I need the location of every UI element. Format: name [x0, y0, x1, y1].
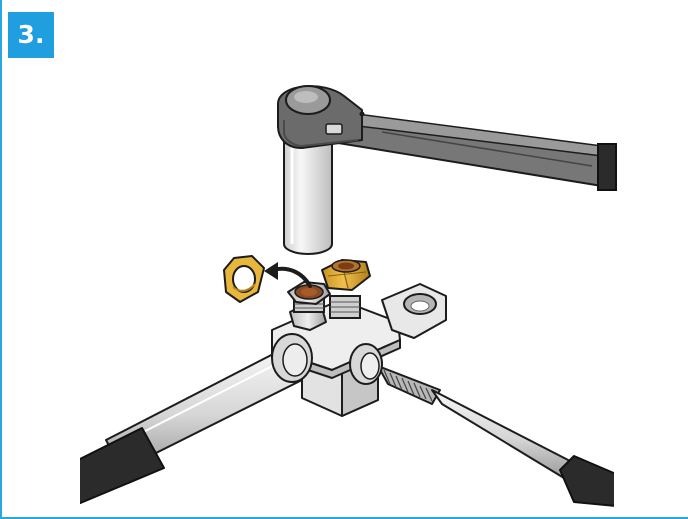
ratchet-wrench: [277, 85, 617, 191]
steel-bore-inner: [301, 288, 317, 296]
wrench-selector: [325, 123, 343, 135]
wrench-grip: [597, 143, 617, 191]
left-arm: [76, 347, 303, 506]
curved-arrow-icon: [264, 262, 312, 288]
brass-fitting: [321, 259, 371, 319]
steel-fitting: [287, 281, 331, 331]
brass-nut: [223, 255, 265, 303]
left-grip-cut: [76, 458, 80, 506]
brass-bore-inner: [338, 262, 354, 270]
thread-lines: [383, 369, 433, 402]
socket-body: [283, 135, 333, 255]
socket: [283, 135, 333, 255]
right-foot: [559, 455, 617, 507]
left-collar-inner: [282, 343, 308, 377]
right-arm: [377, 365, 620, 512]
brass-nut-hole: [232, 265, 256, 293]
bracket-hole-inner: [410, 300, 430, 312]
right-foot-cut: [614, 452, 620, 512]
step-number-badge: 3.: [8, 12, 54, 58]
right-rod: [431, 389, 573, 479]
right-collar-inner: [360, 352, 380, 380]
